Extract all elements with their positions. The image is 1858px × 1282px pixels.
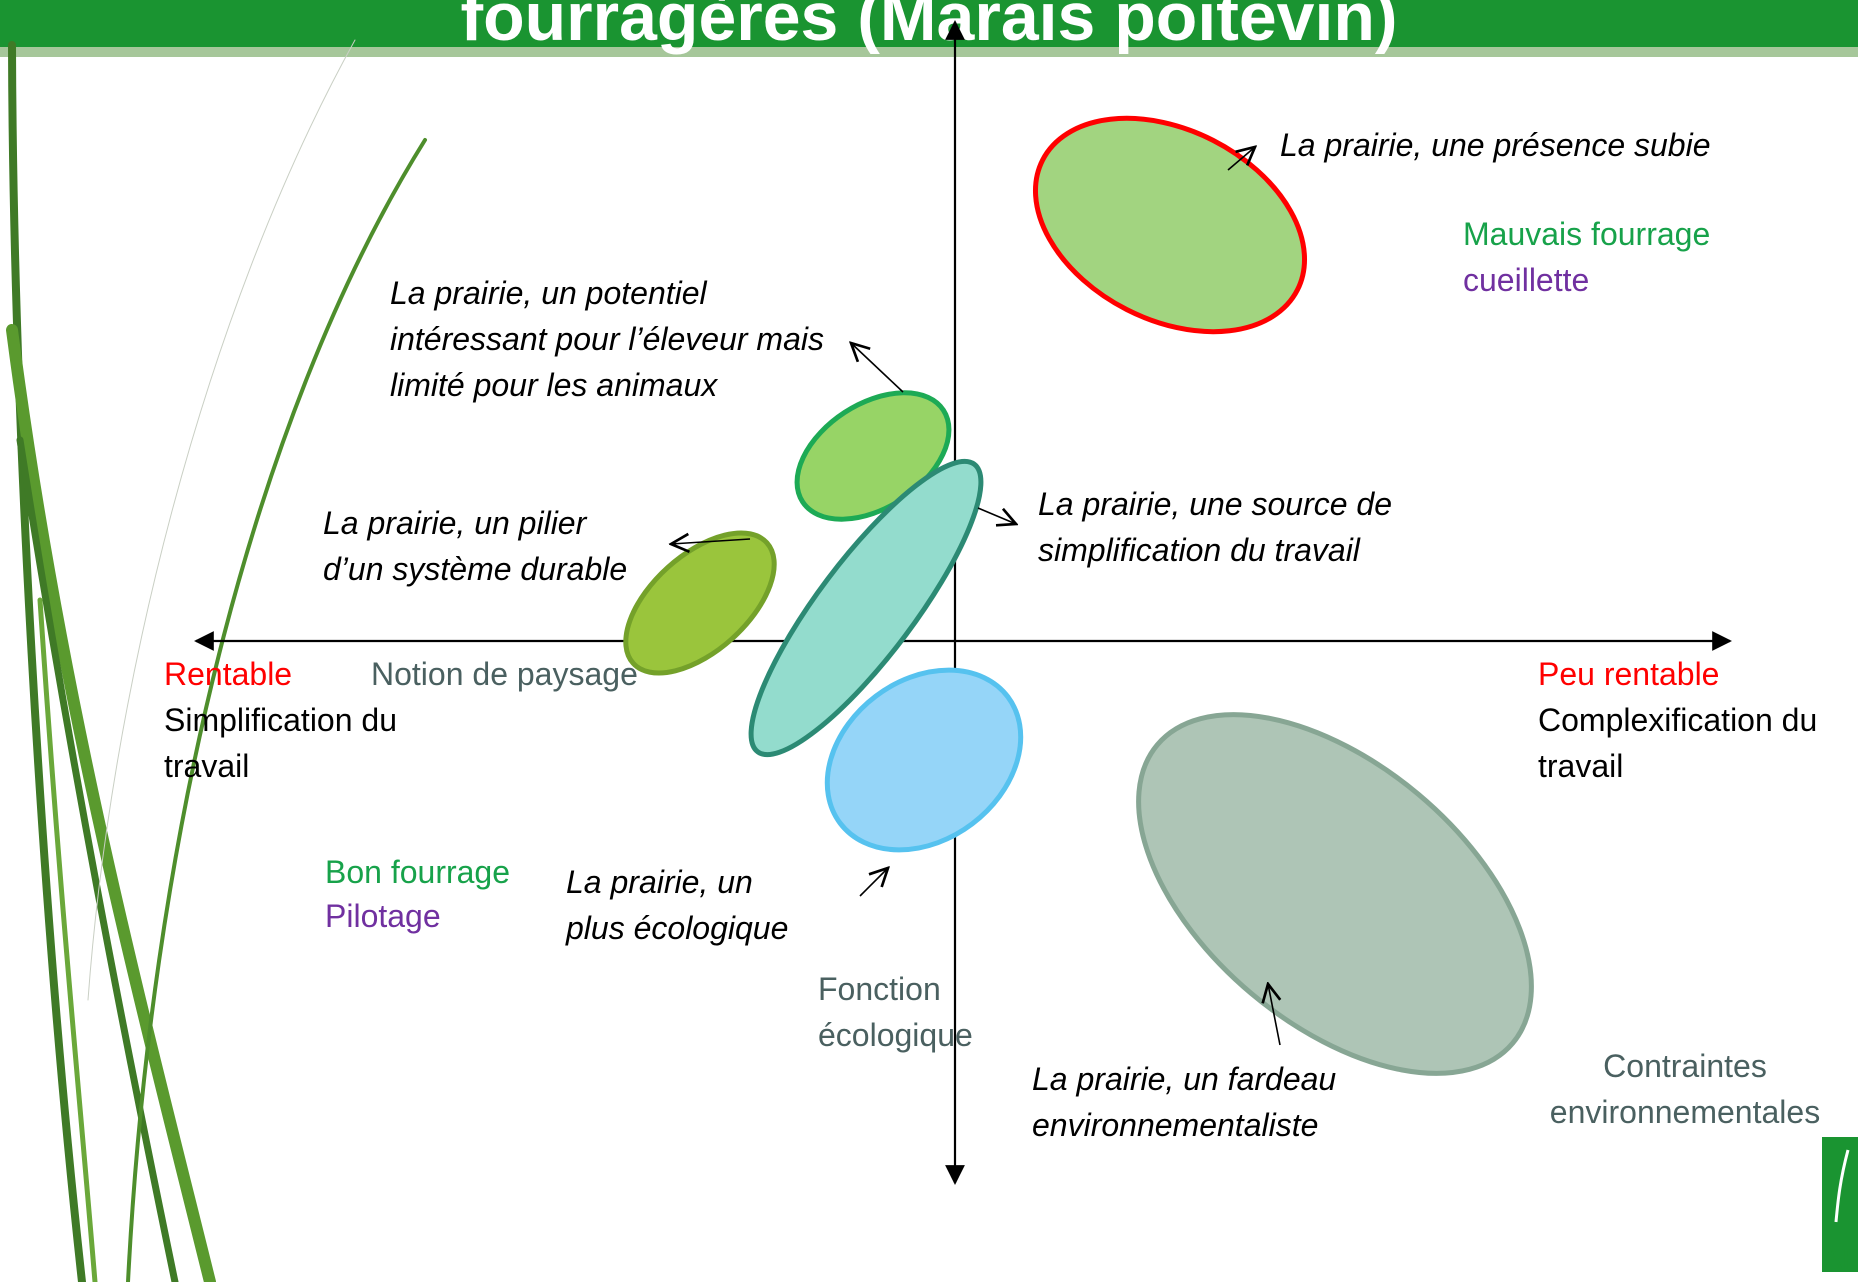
axis-right-complexification: Complexification du travail [1538, 702, 1818, 784]
label-presence-subie: La prairie, une présence subie [1280, 127, 1711, 163]
note-mauvais-fourrage: Mauvais fourrage [1463, 216, 1711, 252]
label-fardeau: La prairie, un fardeau environnementalis… [1032, 1061, 1337, 1143]
axis-left-simplification: Simplification du travail [164, 702, 397, 784]
logo: AF [1822, 1137, 1858, 1275]
ellipse-simplification [748, 458, 984, 758]
ellipse-fardeau [1136, 712, 1534, 1076]
axis-right-peu-rentable: Peu rentable [1538, 656, 1720, 692]
ellipse-presence-subie [1032, 115, 1308, 335]
note-fonction-ecologique: Fonction écologique [818, 971, 973, 1053]
label-potentiel: La prairie, un potentiel intéressant pou… [390, 275, 824, 403]
note-paysage: Notion de paysage [371, 656, 638, 692]
label-plus-ecologique: La prairie, un plus écologique [566, 864, 789, 946]
axis-left-rentable: Rentable [164, 656, 293, 692]
grass-decoration [6, 39, 427, 1282]
title-band [0, 0, 1858, 47]
slide-title: fourragères (Marais poitevin) [460, 0, 1398, 55]
title-band-strip [0, 47, 1858, 57]
note-contraintes: Contraintes environnementales [1549, 1048, 1821, 1130]
svg-text:AF: AF [1822, 1242, 1858, 1275]
note-bon-fourrage: Bon fourrage [325, 854, 511, 890]
note-cueillette: cueillette [1463, 262, 1590, 298]
leader-arrows [671, 147, 1280, 1046]
label-simplification: La prairie, une source de simplification… [1038, 486, 1392, 568]
ellipse-pilier [623, 530, 777, 676]
ellipse-plus-ecologique [824, 667, 1024, 853]
note-pilotage: Pilotage [325, 898, 441, 934]
label-pilier: La prairie, un pilier d’un système durab… [323, 505, 628, 587]
